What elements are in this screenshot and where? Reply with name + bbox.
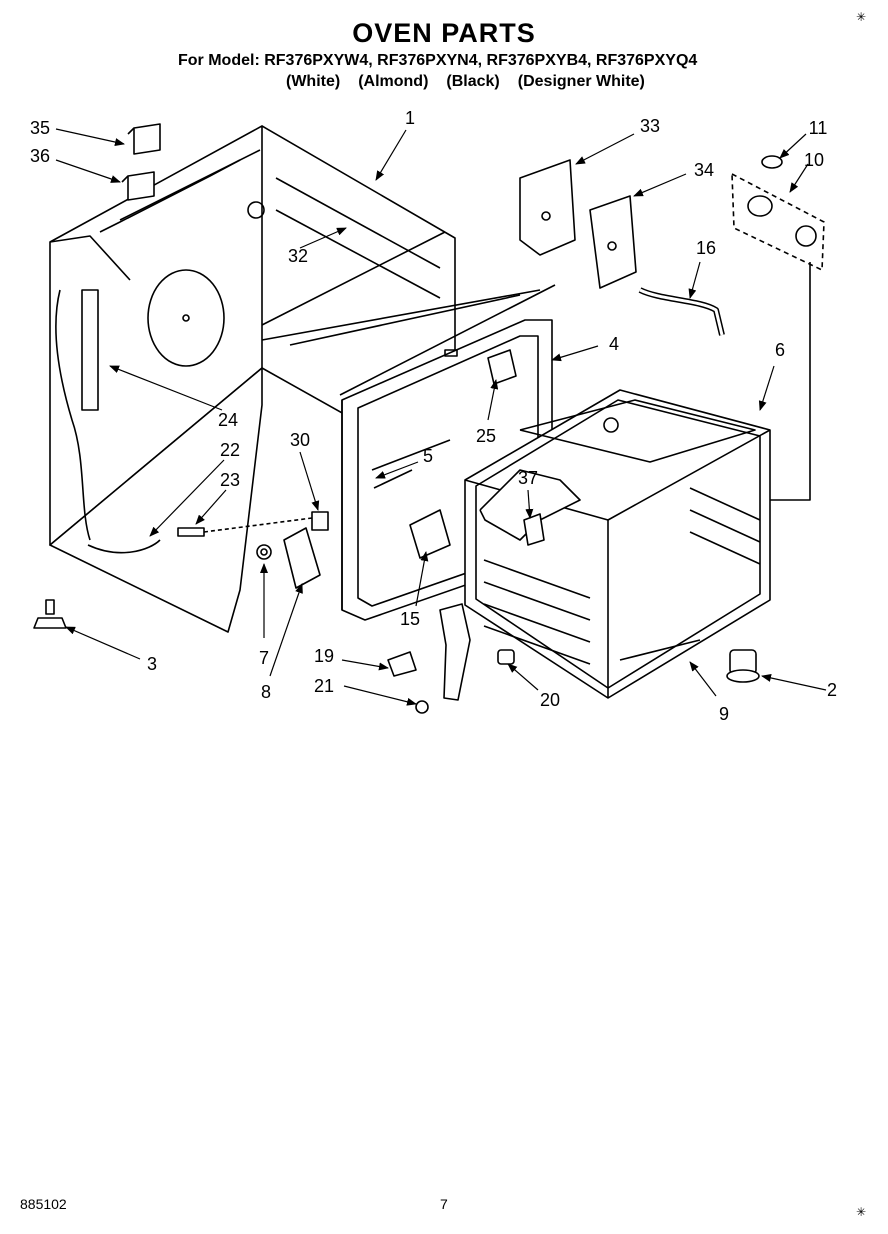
callout-11: 11 — [809, 118, 828, 138]
callout-8: 8 — [261, 682, 271, 702]
callout-10: 10 — [804, 150, 824, 170]
registration-mark-top-right: ✳ — [856, 10, 867, 24]
nut-part-7 — [256, 544, 272, 560]
variant-white: (White) — [286, 73, 341, 90]
callout-33: 33 — [640, 116, 660, 136]
bracket-part-33 — [519, 159, 576, 256]
variant-designer-white: (Designer White) — [517, 73, 645, 90]
callout-30: 30 — [290, 430, 310, 450]
wiring-part-22 — [87, 539, 161, 554]
page-title: OVEN PARTS — [352, 18, 536, 48]
bulb-part-11 — [761, 155, 783, 169]
foot-part-2 — [726, 649, 760, 683]
door-latch-part-19 — [387, 603, 471, 701]
bracket-part-8 — [283, 527, 321, 589]
terminal-part-23 — [177, 527, 205, 537]
bracket-part-15 — [409, 509, 451, 559]
callout-19: 19 — [314, 646, 334, 666]
bracket-part-34 — [589, 195, 637, 289]
callout-32: 32 — [288, 246, 308, 266]
callout-20: 20 — [540, 690, 560, 710]
model-numbers: For Model: RF376PXYW4, RF376PXYN4, RF376… — [178, 52, 698, 69]
callout-1: 1 — [405, 108, 415, 128]
screw-part-20 — [497, 649, 515, 665]
oven-liner-part-9 — [464, 389, 771, 699]
callout-37: 37 — [518, 468, 538, 488]
callout-5: 5 — [423, 446, 433, 466]
oven-chassis-part-1 — [49, 125, 541, 633]
vent-tube-part-16 — [638, 287, 725, 336]
leveling-leg-part-3 — [33, 599, 67, 629]
callout-36: 36 — [30, 146, 50, 166]
callout-labels: 1 2 3 4 5 6 7 8 9 10 11 15 16 19 20 21 2… — [30, 108, 837, 724]
callout-15: 15 — [400, 609, 420, 629]
callout-22: 22 — [220, 440, 240, 460]
leader-lines — [55, 128, 827, 706]
callout-16: 16 — [696, 238, 716, 258]
connector-part-25 — [487, 349, 517, 385]
sensor-part-30 — [203, 511, 329, 533]
document-number: 885102 — [20, 1196, 67, 1212]
callout-7: 7 — [259, 648, 269, 668]
page-number: 7 — [440, 1196, 448, 1212]
clip-part-35 — [127, 123, 161, 155]
callout-6: 6 — [775, 340, 785, 360]
callout-9: 9 — [719, 704, 729, 724]
callout-3: 3 — [147, 654, 157, 674]
variant-black: (Black) — [446, 73, 500, 90]
clip-part-37 — [523, 513, 545, 546]
variant-almond: (Almond) — [358, 73, 429, 90]
registration-mark-bottom-right: ✳ — [856, 1205, 867, 1219]
callout-35: 35 — [30, 118, 50, 138]
nut-part-21 — [415, 700, 429, 714]
callout-25: 25 — [476, 426, 496, 446]
callout-23: 23 — [220, 470, 240, 490]
callout-2: 2 — [827, 680, 837, 700]
color-variants: (White) (Almond) (Black) (Designer White) — [286, 73, 663, 91]
screw-part-5 — [373, 469, 413, 489]
callout-21: 21 — [314, 676, 334, 696]
clip-part-36 — [121, 171, 155, 201]
callout-4: 4 — [609, 334, 619, 354]
lamp-socket-assembly-part-10 — [731, 173, 825, 501]
callout-34: 34 — [694, 160, 714, 180]
callout-24: 24 — [218, 410, 238, 430]
